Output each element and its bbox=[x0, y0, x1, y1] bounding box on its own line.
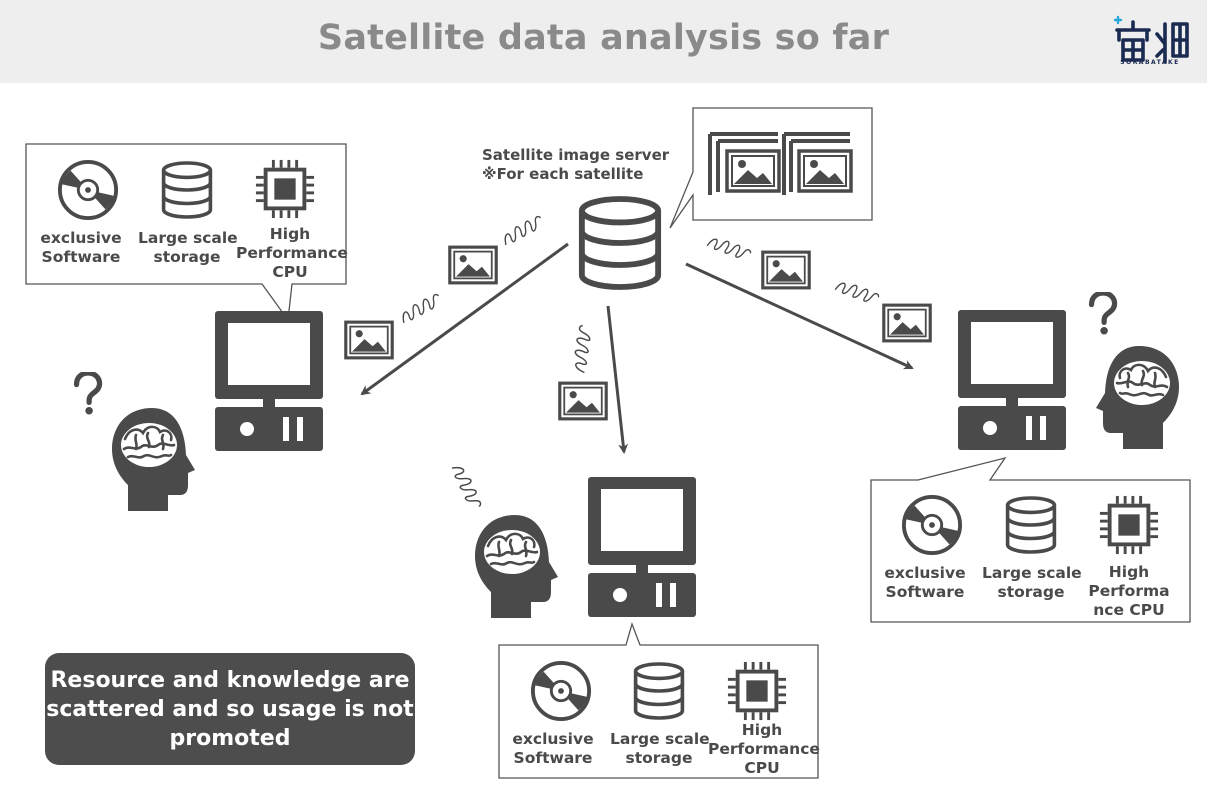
server-database-icon bbox=[582, 199, 658, 287]
cpu-icon bbox=[1098, 494, 1160, 556]
server-label-note: ※For each satellite bbox=[482, 165, 644, 183]
image-icon bbox=[558, 381, 608, 421]
summary-line: scattered and so usage is not bbox=[46, 696, 414, 722]
computer-icon bbox=[588, 477, 696, 617]
computer-icon bbox=[215, 311, 323, 451]
cpu-label: High Performa nce CPU bbox=[1088, 563, 1170, 619]
storage-label: Large scale storage bbox=[982, 564, 1082, 601]
image-icon bbox=[448, 245, 498, 285]
gallery-image-icon bbox=[708, 132, 781, 195]
question-mark-icon bbox=[1092, 293, 1115, 334]
summary-callout: Resource and knowledge are scattered and… bbox=[45, 653, 415, 765]
signal-coil-icon bbox=[500, 214, 546, 247]
server-label-title: Satellite image server bbox=[482, 146, 670, 164]
person-head-icon bbox=[110, 406, 197, 513]
header-bar bbox=[0, 0, 1207, 83]
person-head-icon bbox=[1094, 344, 1181, 451]
software-label: exclusive Software bbox=[40, 229, 122, 266]
image-icon bbox=[882, 303, 932, 343]
cpu-label: High Performance CPU bbox=[708, 721, 820, 777]
arrow-to-bottom bbox=[606, 305, 629, 454]
sorabatake-logo-icon bbox=[1113, 15, 1189, 64]
cpu-icon bbox=[726, 660, 788, 722]
resource-box-bottom bbox=[498, 621, 819, 779]
arrow-to-left bbox=[360, 242, 569, 396]
image-icon bbox=[761, 250, 811, 290]
cpu-label: High Performance CPU bbox=[236, 225, 348, 281]
signal-coil-icon bbox=[571, 324, 593, 374]
page-title: Satellite data analysis so far bbox=[317, 18, 890, 58]
image-icon bbox=[344, 320, 394, 360]
question-mark-icon bbox=[77, 373, 100, 414]
cpu-icon bbox=[254, 158, 316, 220]
software-label: exclusive Software bbox=[512, 730, 594, 767]
signal-coil-icon bbox=[450, 462, 483, 511]
gallery-image-icon bbox=[782, 132, 853, 195]
storage-label: Large scale storage bbox=[610, 730, 710, 767]
storage-label: Large scale storage bbox=[138, 229, 238, 266]
signal-coil-icon bbox=[398, 292, 444, 325]
software-label: exclusive Software bbox=[884, 564, 966, 601]
summary-line: promoted bbox=[169, 725, 291, 751]
server-label: Satellite image server ※For each satelli… bbox=[482, 146, 669, 184]
person-head-icon bbox=[473, 513, 560, 620]
signal-coil-icon bbox=[706, 234, 753, 262]
signal-coil-icon bbox=[834, 278, 881, 306]
summary-line: Resource and knowledge are bbox=[50, 667, 410, 693]
arrow-to-right bbox=[685, 262, 914, 370]
logo-subtitle: SORABATAKE bbox=[1120, 59, 1180, 66]
computer-icon bbox=[958, 310, 1066, 450]
